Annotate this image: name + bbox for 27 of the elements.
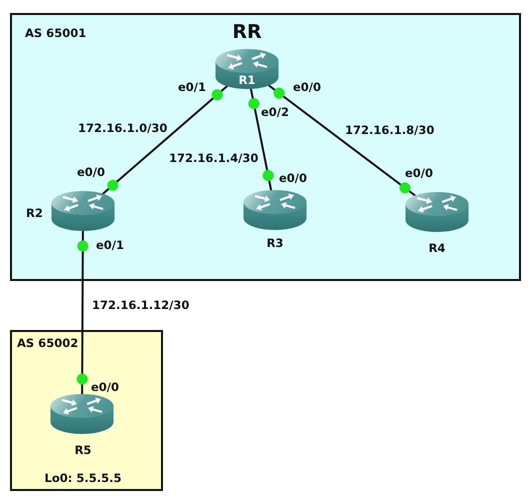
subnet-label: 172.16.1.8/30 (345, 123, 434, 137)
router-name: R3 (266, 236, 284, 250)
interface-label: e0/0 (279, 171, 308, 185)
loopback-address: Lo0: 5.5.5.5 (44, 471, 122, 485)
router-name: R5 (74, 443, 92, 457)
interface-label: e0/0 (405, 166, 434, 180)
link-line (76, 230, 88, 395)
router-name: R2 (26, 206, 43, 220)
area-label: AS 65002 (17, 336, 78, 350)
role-label: RR (231, 22, 263, 42)
interface-label: e0/0 (77, 165, 106, 179)
interface-label: e0/0 (293, 80, 322, 94)
autonomous-system-area (10, 330, 163, 491)
subnet-label: 172.16.1.12/30 (92, 298, 190, 312)
link-line (100, 84, 230, 196)
area-label: AS 65001 (25, 26, 86, 40)
interface-label: e0/1 (96, 238, 124, 252)
subnet-label: 172.16.1.0/30 (78, 121, 168, 135)
interface-label: e0/0 (91, 380, 120, 394)
router-name: R1 (238, 73, 256, 87)
subnet-label: 172.16.1.4/30 (169, 151, 258, 165)
interface-label: e0/2 (261, 105, 290, 119)
interface-label: e0/1 (178, 80, 206, 94)
router-name: R4 (428, 241, 446, 255)
link-line (248, 88, 274, 192)
autonomous-system-area (10, 13, 521, 281)
link-line (266, 82, 418, 198)
